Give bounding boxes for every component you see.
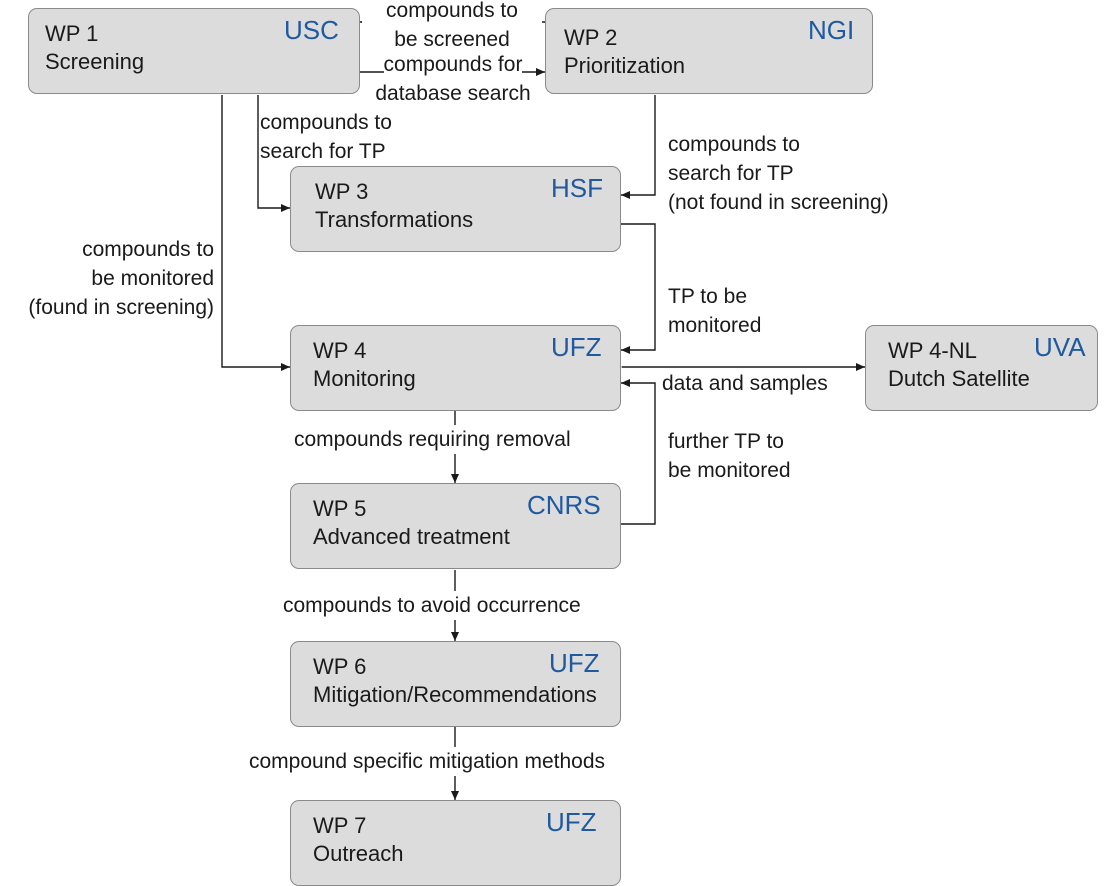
wp2-org: NGI: [808, 15, 855, 45]
wp2-box: WP 2 Prioritization NGI: [545, 8, 873, 94]
wp6-org: UFZ: [549, 648, 600, 678]
wp1-org: USC: [284, 15, 339, 45]
wp5-name: Advanced treatment: [313, 524, 510, 549]
wp1-id: WP 1: [45, 21, 99, 46]
label-wp5-to-wp4: further TP to be monitored: [668, 430, 791, 482]
edge-wp3-to-wp4: [621, 223, 656, 354]
wp7-box: WP 7 Outreach UFZ: [290, 800, 621, 886]
wp6-box: WP 6 Mitigation/Recommendations UFZ: [290, 641, 621, 727]
label-wp2-to-wp3: compounds to search for TP (not found in…: [668, 133, 889, 214]
label-wp1-to-wp2: compounds for database search: [358, 50, 548, 108]
wp6-name: Mitigation/Recommendations: [313, 682, 597, 707]
wp7-org: UFZ: [546, 807, 597, 837]
wp4nl-box: WP 4-NL Dutch Satellite UVA: [865, 325, 1098, 411]
label-wp6-to-wp7: compound specific mitigation methods: [249, 747, 606, 776]
wp5-org: CNRS: [527, 490, 601, 520]
label-wp3-to-wp4: TP to be monitored: [668, 285, 762, 337]
wp2-name: Prioritization: [564, 53, 686, 78]
label-wp4-to-wp5: compounds requiring removal: [294, 425, 571, 454]
wp4-box: WP 4 Monitoring UFZ: [290, 325, 621, 411]
wp4nl-id: WP 4-NL: [888, 338, 977, 363]
wp4-name: Monitoring: [313, 366, 416, 391]
wp7-name: Outreach: [313, 841, 404, 866]
label-wp1-to-wp3: compounds to search for TP: [260, 111, 392, 163]
edge-wp1-to-wp3: [257, 95, 290, 212]
wp7-id: WP 7: [313, 813, 367, 838]
wp3-org: HSF: [551, 173, 603, 203]
label-wp4-wp4nl: data and samples: [662, 372, 828, 395]
wp4-id: WP 4: [313, 338, 367, 363]
wp5-id: WP 5: [313, 496, 367, 521]
wp6-id: WP 6: [313, 654, 367, 679]
label-wp1-to-wp4: compounds to be monitored (found in scre…: [28, 238, 214, 319]
wp2-id: WP 2: [564, 25, 618, 50]
label-wp5-to-wp6: compounds to avoid occurrence: [283, 591, 581, 620]
wp1-name: Screening: [45, 49, 145, 74]
wp4nl-name: Dutch Satellite: [888, 366, 1030, 391]
edge-wp2-to-wp3: [621, 95, 656, 199]
wp1-box: WP 1 Screening USC: [28, 8, 360, 94]
edge-wp5-to-wp4: [621, 379, 656, 525]
wp3-box: WP 3 Transformations HSF: [290, 166, 621, 252]
wp4-org: UFZ: [551, 332, 602, 362]
wp5-box: WP 5 Advanced treatment CNRS: [290, 483, 621, 569]
wp3-id: WP 3: [315, 179, 369, 204]
wp3-name: Transformations: [315, 207, 474, 232]
label-wp2-to-wp1: compounds to be screened: [362, 0, 542, 54]
edge-wp1-to-wp4: [221, 95, 290, 371]
wp4nl-org: UVA: [1034, 332, 1086, 362]
